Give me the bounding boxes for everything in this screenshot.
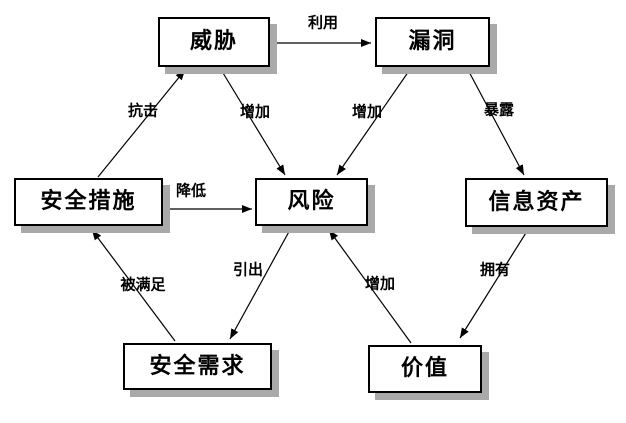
- edge-value-increase-arrow: [328, 229, 412, 344]
- node-vulnerability: 漏洞: [375, 17, 490, 67]
- node-threat: 威胁: [158, 17, 270, 67]
- edge-label-resist: 抗击: [127, 101, 159, 120]
- node-safeguards-label: 安全措施: [40, 189, 137, 214]
- edge-label-vuln-increase: 增加: [351, 102, 383, 121]
- edge-label-expose: 暴露: [483, 100, 515, 119]
- edge-label-reduce: 降低: [175, 181, 207, 200]
- node-security-requirements: 安全需求: [123, 343, 272, 390]
- edge-satisfied-arrow: [91, 229, 176, 342]
- edge-label-threat-increase: 增加: [239, 102, 271, 121]
- node-value: 价值: [368, 345, 482, 393]
- edge-label-satisfied: 被满足: [120, 275, 166, 294]
- node-threat-label: 威胁: [189, 29, 238, 54]
- node-information-assets: 信息资产: [465, 178, 608, 227]
- edge-label-value-increase: 增加: [364, 274, 396, 293]
- edge-vuln-increase-arrow: [336, 67, 412, 176]
- node-risk-label: 风险: [287, 189, 336, 214]
- node-value-label: 价值: [400, 356, 449, 381]
- edge-label-exploit: 利用: [307, 13, 339, 32]
- edge-derive-arrow: [229, 227, 292, 340]
- edge-label-own: 拥有: [479, 260, 511, 279]
- edge-threat-increase-arrow: [219, 67, 286, 176]
- node-vulnerability-label: 漏洞: [408, 29, 457, 54]
- edge-expose-arrow: [466, 67, 525, 176]
- edge-label-derive: 引出: [232, 260, 264, 279]
- edge-own-arrow: [459, 227, 530, 339]
- node-risk: 风险: [255, 178, 368, 226]
- node-security-requirements-label: 安全需求: [149, 353, 246, 379]
- edge-resist-arrow: [97, 69, 186, 178]
- node-information-assets-label: 信息资产: [488, 189, 585, 215]
- node-safeguards: 安全措施: [14, 178, 163, 226]
